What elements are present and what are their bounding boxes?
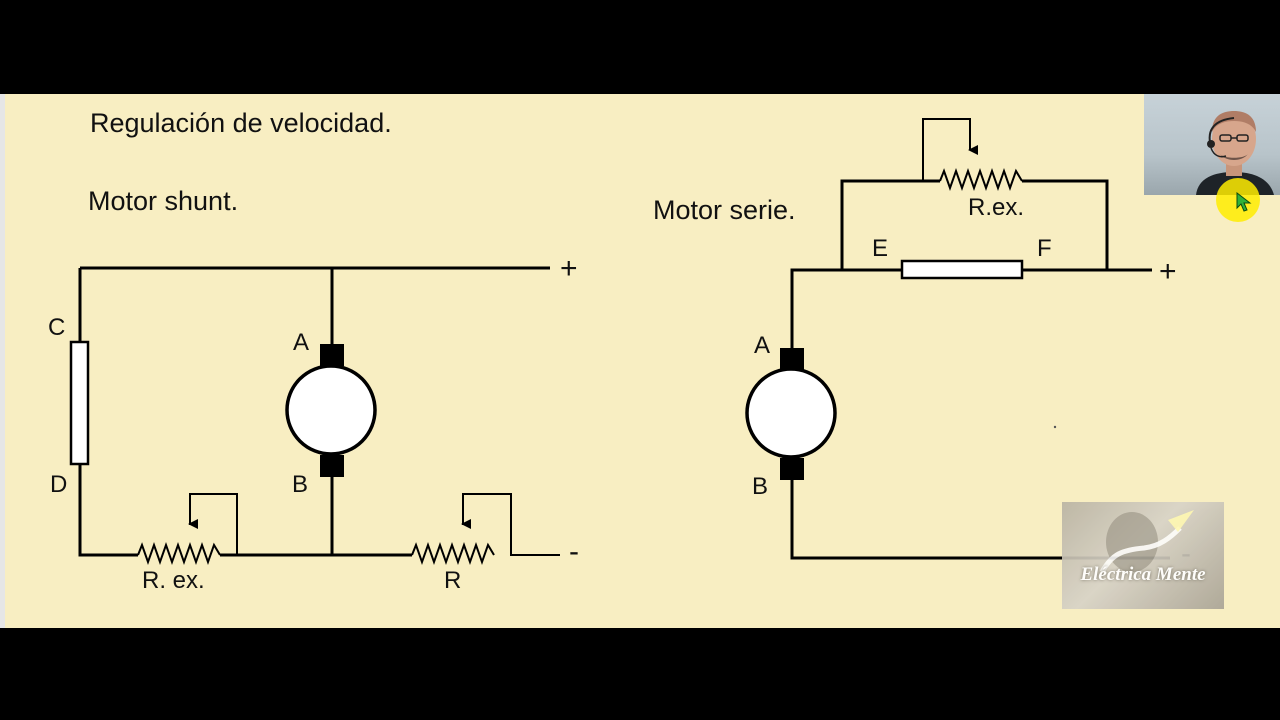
series-diverter-wire-left xyxy=(840,179,940,270)
shunt-heading: Motor shunt. xyxy=(88,186,238,216)
shunt-terminal-c: C xyxy=(48,314,65,341)
shunt-terminal-a: A xyxy=(293,329,309,356)
circuit-diagram: Regulación de velocidad. Motor shunt. Mo… xyxy=(48,108,1191,594)
shunt-armature-rheostat-wiper-wire xyxy=(462,493,560,556)
series-diverter-rheostat xyxy=(939,167,1023,192)
series-diverter-wire-right xyxy=(1022,179,1109,270)
shunt-circuit: C D A B + - R. ex. R xyxy=(48,252,579,594)
series-heading: Motor serie. xyxy=(653,195,796,225)
slide-title: Regulación de velocidad. xyxy=(90,108,392,138)
shunt-field-rheostat xyxy=(137,541,221,566)
series-field-winding xyxy=(900,259,1024,280)
series-wire-to-field xyxy=(790,268,902,348)
channel-watermark: Eléctrica Mente xyxy=(1062,502,1224,609)
series-brush-a xyxy=(780,348,804,370)
shunt-field-winding xyxy=(69,340,90,466)
shunt-armature-rheostat-label: R xyxy=(444,567,461,594)
shunt-brush-a xyxy=(320,344,344,366)
series-brush-b xyxy=(780,458,804,480)
series-positive-sign: + xyxy=(1159,255,1177,288)
shunt-terminal-d: D xyxy=(50,471,67,498)
slide-edge xyxy=(0,94,5,628)
presenter-webcam xyxy=(1144,94,1280,195)
series-diverter-wiper-wire xyxy=(922,118,971,181)
series-circuit: E F A B + - R.ex. xyxy=(745,118,1191,570)
series-terminal-e: E xyxy=(872,235,888,262)
presenter-silhouette-icon xyxy=(1196,111,1274,195)
series-negative-rail xyxy=(790,480,1170,560)
shunt-terminal-b: B xyxy=(292,471,308,498)
shunt-field-rheostat-label: R. ex. xyxy=(142,567,205,594)
shunt-armature xyxy=(285,364,377,456)
series-terminal-f: F xyxy=(1037,235,1052,262)
shunt-field-rheostat-wiper-wire xyxy=(189,493,238,555)
shunt-field-wire-bottom xyxy=(78,464,138,557)
lightning-icon xyxy=(1099,510,1194,574)
series-diverter-label: R.ex. xyxy=(968,194,1024,221)
slide-speck xyxy=(1053,425,1057,429)
shunt-armature-rheostat xyxy=(411,541,495,566)
shunt-positive-sign: + xyxy=(560,252,578,285)
mouse-pointer-icon xyxy=(1236,192,1252,212)
shunt-brush-b xyxy=(320,455,344,477)
series-terminal-b: B xyxy=(752,473,768,500)
series-terminal-a: A xyxy=(754,332,770,359)
watermark-text: Eléctrica Mente xyxy=(1080,564,1206,585)
series-armature xyxy=(745,367,837,459)
shunt-negative-sign: - xyxy=(569,535,579,568)
slide: Regulación de velocidad. Motor shunt. Mo… xyxy=(0,94,1280,628)
